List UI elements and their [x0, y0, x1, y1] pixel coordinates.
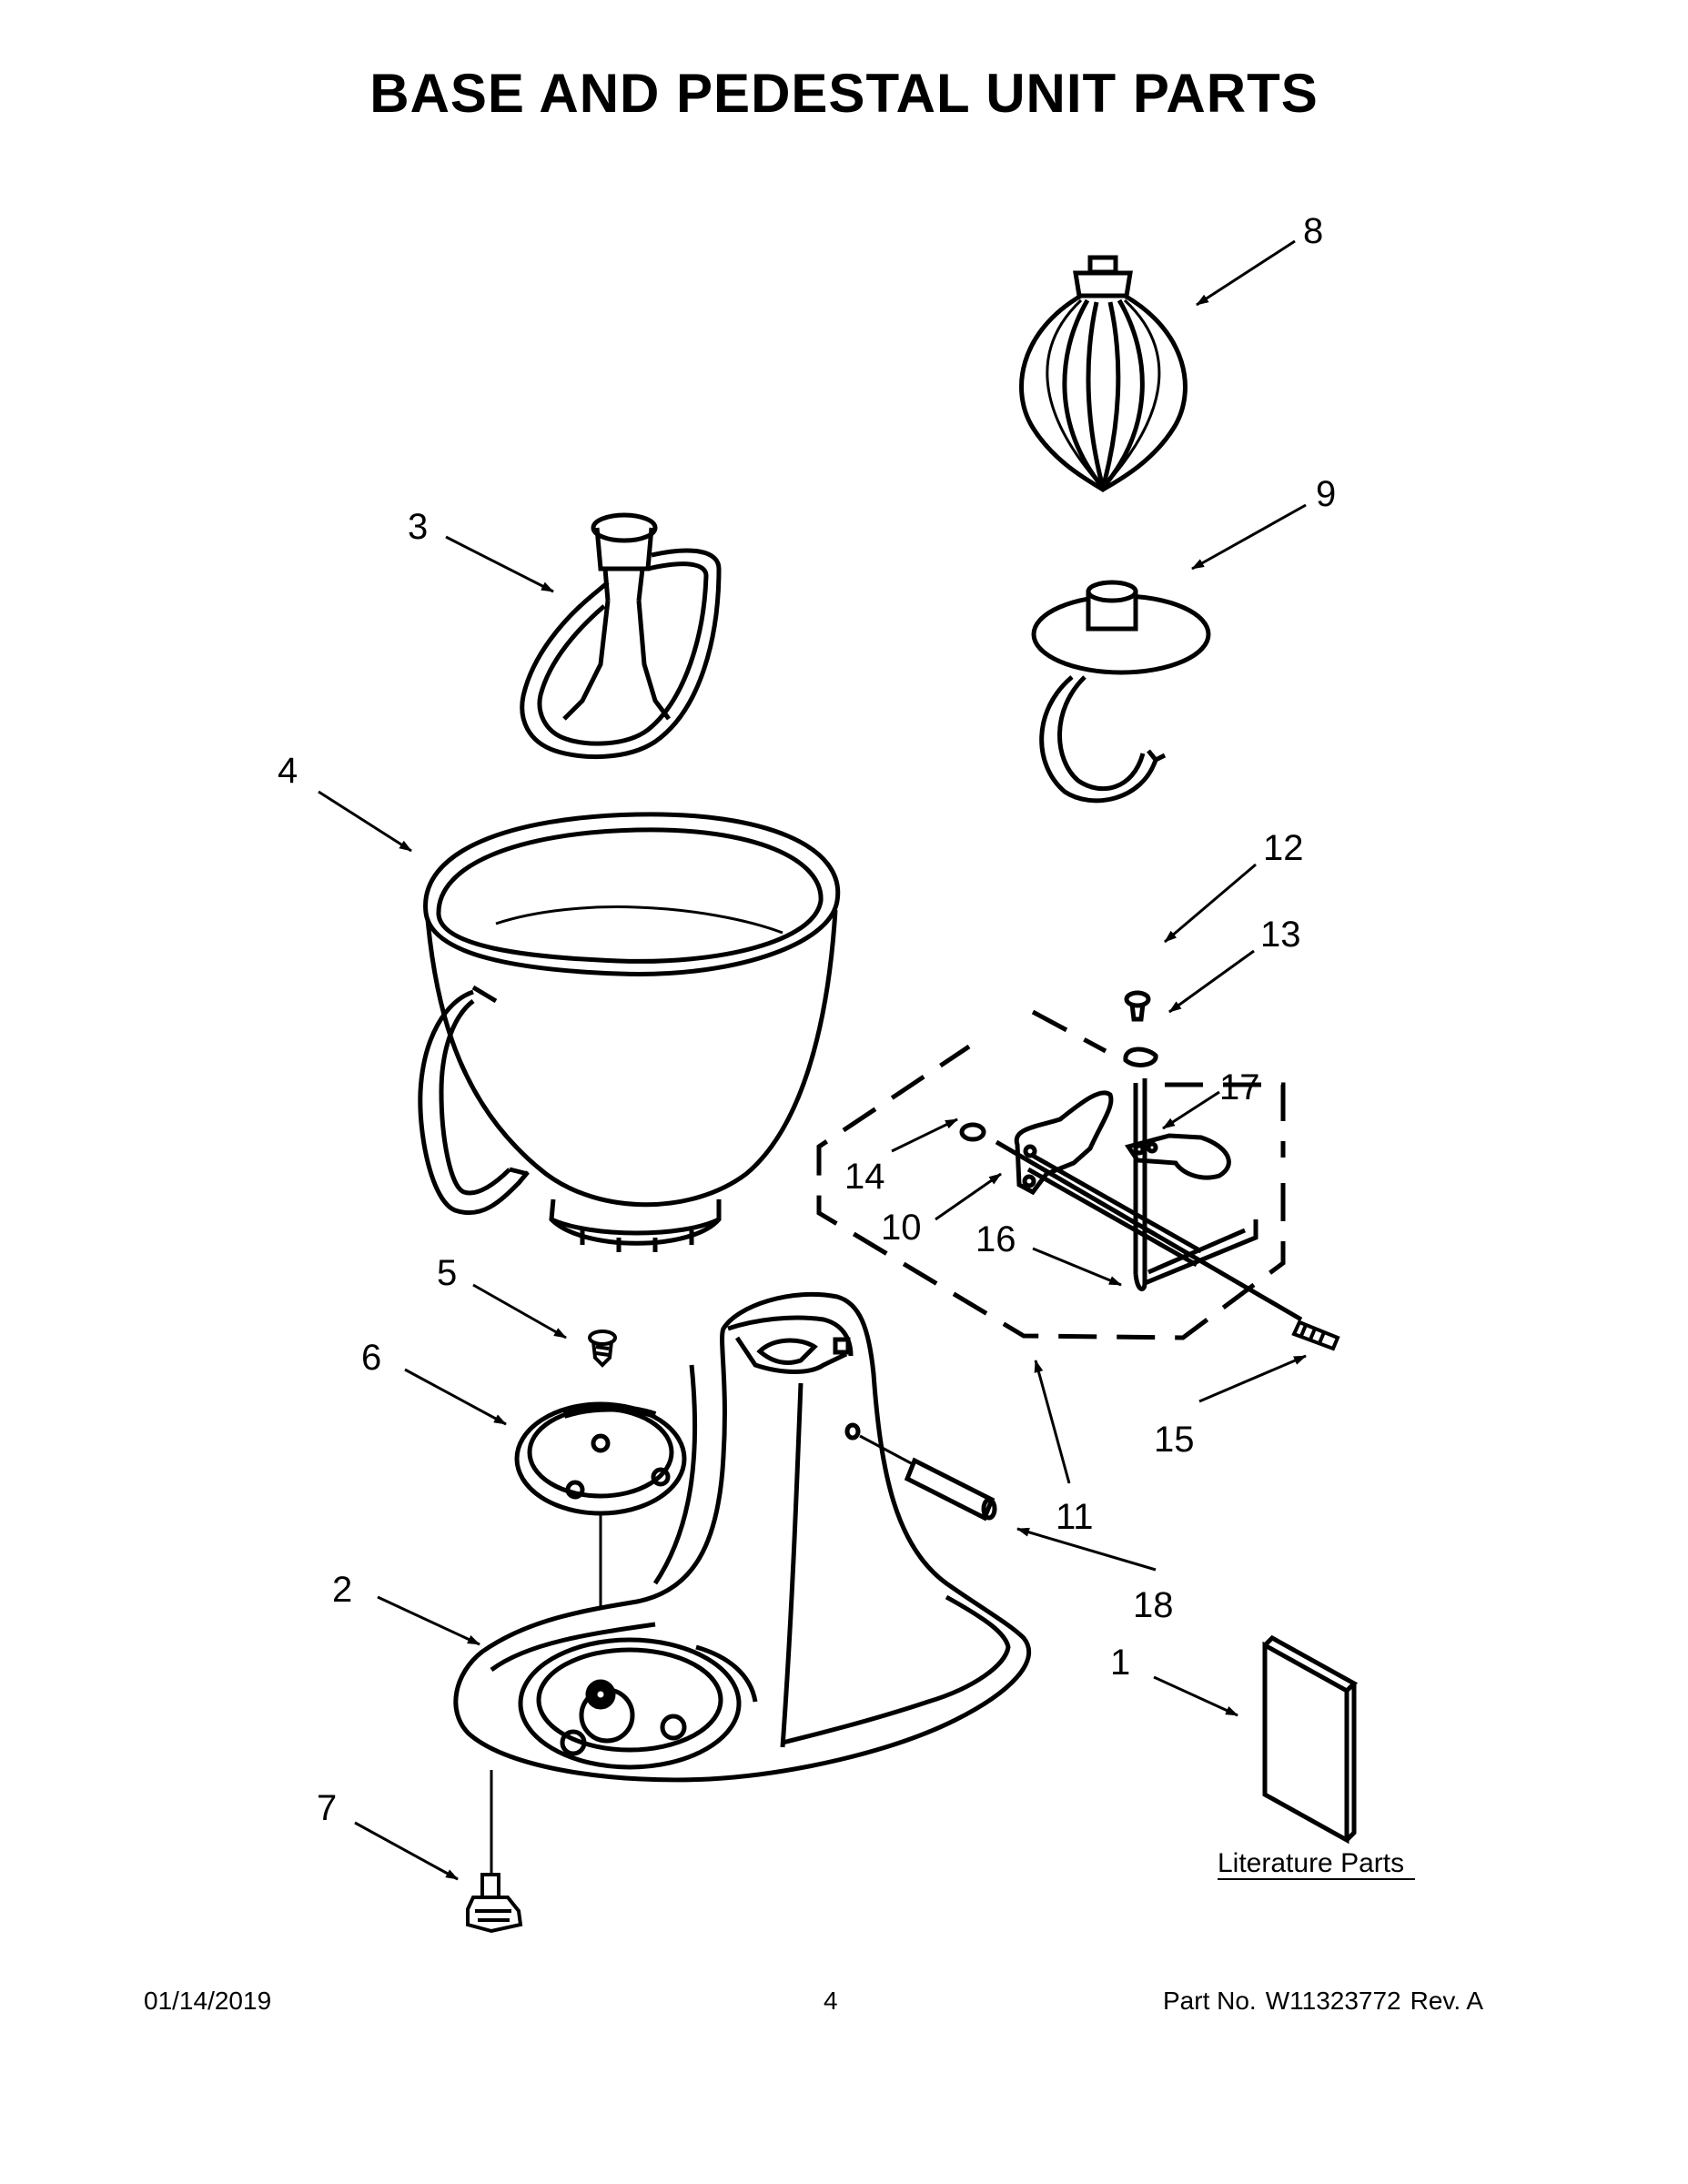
footer-date: 01/14/2019 — [144, 1987, 272, 2015]
callout-11: 11 — [1056, 1497, 1094, 1537]
callout-12: 12 — [1263, 828, 1304, 868]
literature-part — [1262, 1634, 1359, 1845]
screw-part-5 — [588, 1330, 617, 1368]
literature-parts-label: Literature Parts — [1218, 1848, 1404, 1878]
callout-16: 16 — [975, 1219, 1016, 1259]
footer-page-number: 4 — [824, 1987, 838, 2015]
callout-4: 4 — [278, 751, 298, 791]
foot-part — [466, 1873, 523, 1934]
callout-13: 13 — [1260, 915, 1301, 955]
callout-3: 3 — [408, 507, 428, 547]
callout-9: 9 — [1316, 474, 1336, 514]
callout-15: 15 — [1154, 1420, 1195, 1460]
callout-14: 14 — [844, 1157, 885, 1197]
callout-7: 7 — [317, 1788, 337, 1828]
callout-1: 1 — [1110, 1643, 1130, 1683]
callout-6: 6 — [361, 1338, 381, 1378]
dough-hook-part — [1031, 580, 1211, 804]
part-no-value: W11323772 — [1265, 1987, 1401, 2015]
callout-8: 8 — [1303, 211, 1323, 251]
flat-beater-part — [520, 512, 722, 759]
callout-5: 5 — [437, 1253, 457, 1293]
leader-arrows — [318, 239, 1307, 1881]
callout-18: 18 — [1133, 1585, 1174, 1625]
plate-part — [514, 1401, 687, 1693]
part-no-label: Part No. — [1163, 1987, 1257, 2015]
pin-part-15 — [1291, 1320, 1340, 1351]
bowl-part — [418, 812, 841, 1252]
hinge-kit-part — [816, 990, 1303, 1340]
callout-2: 2 — [332, 1570, 352, 1610]
footer-part-number: Part No. W11323772 Rev. A — [1154, 1987, 1483, 2016]
hinge-pin-part-18 — [844, 1422, 997, 1522]
page-title: BASE AND PEDESTAL UNIT PARTS — [369, 63, 1319, 124]
pedestal-base-part — [453, 1291, 1031, 1875]
callout-10: 10 — [881, 1208, 922, 1248]
callout-17: 17 — [1219, 1067, 1260, 1107]
revision: Rev. A — [1410, 1987, 1484, 2015]
wire-whip-part — [1019, 255, 1188, 492]
